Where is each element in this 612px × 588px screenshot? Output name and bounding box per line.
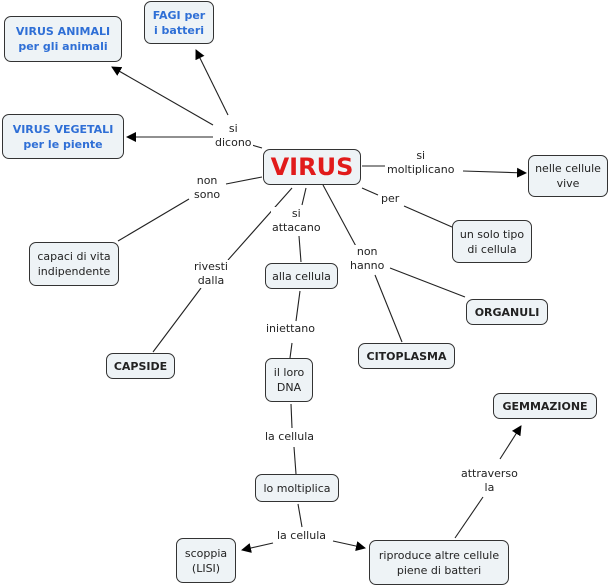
link-label-non-sono: non sono [193, 174, 222, 202]
link-label-si-attacano: si attacano [271, 207, 322, 235]
node-dna[interactable]: il loro DNA [265, 358, 313, 402]
link-label-la-cellula-1: la cellula [264, 430, 315, 444]
node-fagi[interactable]: FAGI per i batteri [144, 1, 214, 44]
node-virus-main[interactable]: VIRUS [263, 149, 361, 185]
arrow-to-cellule-vive [462, 167, 527, 178]
line-virus-rivesti [227, 187, 293, 261]
line-nonsono-capaci [117, 198, 190, 242]
node-cellule-vive[interactable]: nelle cellule vive [528, 155, 608, 197]
link-label-si-dicono: si dicono [214, 122, 253, 150]
arrow-to-scoppia [241, 542, 274, 553]
node-organuli[interactable]: ORGANULI [466, 299, 548, 325]
line-virus-nonhanno [322, 184, 359, 251]
node-riproduce[interactable]: riproduce altre cellule piene di batteri [369, 540, 509, 585]
arrow-to-animali [111, 66, 214, 126]
link-label-la-cellula-2: la cellula [276, 529, 327, 543]
arrow-to-fagi [195, 49, 229, 116]
line-virus-nonsono [225, 176, 263, 185]
line-per-solotipo [403, 205, 453, 228]
node-solo-tipo[interactable]: un solo tipo di cellula [452, 220, 532, 263]
arrow-to-gemmazione [499, 425, 522, 460]
line-nonhanno-citoplasma [374, 274, 403, 343]
node-scoppia[interactable]: scoppia (LISI) [176, 538, 236, 583]
line-iniettano-dna [289, 342, 293, 359]
node-lo-moltiplica[interactable]: lo moltiplica [255, 474, 339, 502]
line-rivesti-capside [152, 287, 202, 353]
link-label-attraverso-la: attraverso la [460, 467, 519, 495]
line-lacellula-moltiplica [293, 446, 297, 475]
line-virus-siattacano [301, 187, 307, 206]
line-nonhanno-organuli [389, 267, 466, 298]
arrow-to-riproduce [332, 540, 366, 551]
line-moltiplica-lacellula [297, 503, 303, 528]
node-capside[interactable]: CAPSIDE [106, 353, 175, 379]
node-virus-animali[interactable]: VIRUS ANIMALI per gli animali [4, 16, 122, 62]
line-siattacano-cellula [298, 235, 302, 263]
node-citoplasma[interactable]: CITOPLASMA [358, 343, 455, 369]
node-gemmazione[interactable]: GEMMAZIONE [493, 393, 597, 419]
line-dna-lacellula [290, 403, 293, 429]
node-capaci-vita[interactable]: capaci di vita indipendente [29, 242, 119, 286]
link-label-per: per [380, 192, 401, 206]
node-virus-vegetali[interactable]: VIRUS VEGETALI per le piente [2, 114, 124, 159]
link-label-non-hanno: non hanno [349, 245, 386, 273]
line-virus-per [361, 187, 379, 196]
line-riproduce-attraverso [454, 496, 484, 539]
line-cellula-iniettano [295, 290, 301, 322]
link-label-si-moltiplicano: si moltiplicano [386, 149, 456, 177]
node-alla-cellula[interactable]: alla cellula [265, 263, 338, 289]
link-label-iniettano: iniettano [265, 322, 316, 336]
link-label-rivesti-dalla: rivesti dalla [193, 260, 229, 288]
